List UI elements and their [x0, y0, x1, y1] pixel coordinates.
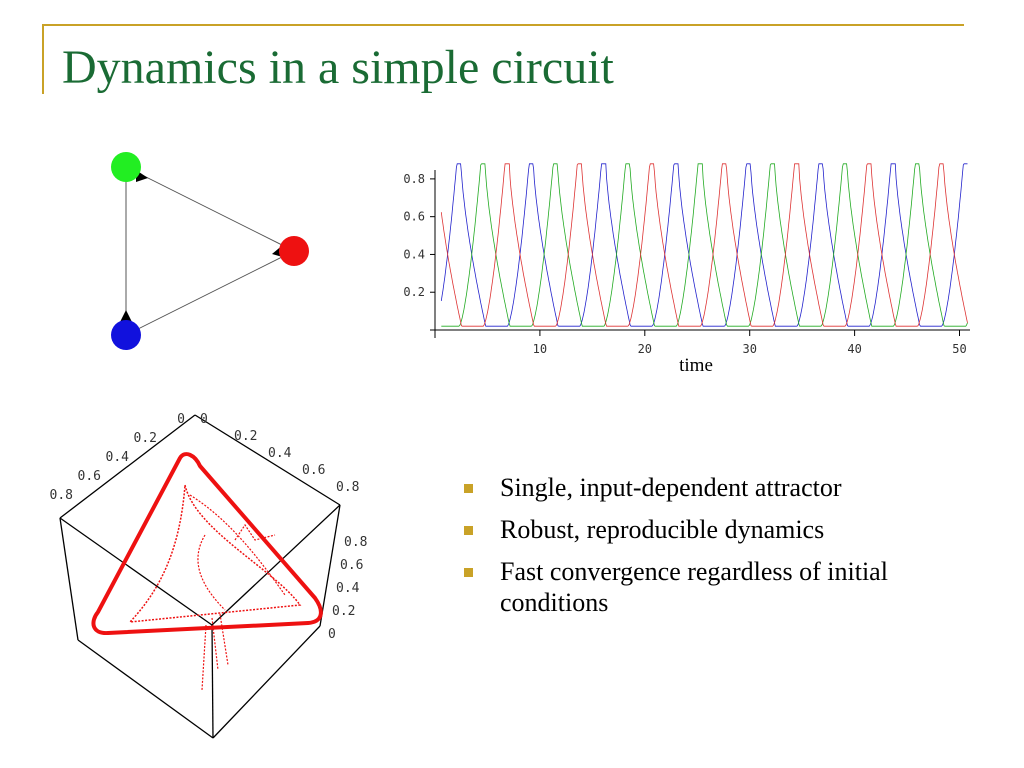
cube-tick-label: 0.4: [106, 450, 130, 465]
cube-tick-label: 0.4: [336, 581, 360, 596]
x-axis-label: time: [679, 355, 713, 376]
cube-tick-label: 0.6: [340, 558, 363, 573]
series-line-1: [441, 163, 968, 327]
attractor-trajectory: [91, 452, 323, 691]
y-tick-label: 0.6: [403, 210, 425, 224]
bullet-text: Fast convergence regardless of initial c…: [500, 557, 888, 617]
cube-tick-labels: 0 0.2 0.4 0.6 0.8 0 0.2 0.4 0.6 0.8 0 0.2 0.4 0.6 0.8: [50, 412, 368, 642]
cube-edge: [319, 504, 341, 627]
edge-red-blue: [125, 250, 295, 336]
bullet-text: Robust, reproducible dynamics: [500, 515, 825, 544]
node-green: [111, 152, 141, 182]
frame-top-rule: [42, 24, 964, 26]
time-series-axes: [430, 170, 970, 338]
cube-edge: [211, 504, 341, 626]
y-tick-label: 0.8: [403, 172, 425, 186]
cube-edge: [59, 517, 213, 626]
x-tick-label: 30: [742, 342, 756, 356]
attractor-approach: [201, 613, 229, 691]
slide-title: Dynamics in a simple circuit: [62, 41, 614, 94]
cube-tick-label: 0.2: [134, 431, 157, 446]
cube-tick-label: 0: [177, 412, 185, 427]
bullet-item: Robust, reproducible dynamics: [462, 514, 982, 545]
bullet-square-icon: [464, 484, 473, 493]
x-tick-label: 20: [638, 342, 652, 356]
bullet-list: Single, input-dependent attractor Robust…: [462, 472, 982, 629]
node-blue: [111, 320, 141, 350]
bullet-text: Single, input-dependent attractor: [500, 473, 842, 502]
series-line-0: [440, 163, 968, 327]
cube-tick-label: 0.2: [332, 604, 355, 619]
bullet-item: Single, input-dependent attractor: [462, 472, 982, 503]
node-red: [279, 236, 309, 266]
circuit-diagram: [111, 152, 309, 350]
cube-edge: [211, 624, 214, 739]
attractor-transient: [189, 494, 286, 611]
cube-tick-label: 0.8: [336, 480, 359, 495]
y-tick-label: 0.2: [403, 285, 425, 299]
bullet-item: Fast convergence regardless of initial c…: [462, 556, 982, 618]
attractor-inner-loop: [128, 484, 302, 623]
synapse-marker-blue: [120, 310, 132, 322]
cube-tick-label: 0.2: [234, 429, 257, 444]
phase-space-plot: 0 0.2 0.4 0.6 0.8 0 0.2 0.4 0.6 0.8 0 0.2 0.4 0.6 0.8: [50, 412, 368, 739]
edge-green-red: [125, 166, 295, 252]
x-tick-label: 50: [952, 342, 966, 356]
cube-tick-label: 0.8: [50, 488, 73, 503]
cube-edge: [77, 639, 214, 739]
cube-tick-label: 0.6: [78, 469, 101, 484]
x-tick-label: 10: [533, 342, 547, 356]
bullet-square-icon: [464, 526, 473, 535]
time-series-chart: 10 20 30 40 50 0.2 0.4 0.6 0.8 time: [403, 163, 970, 376]
cube-tick-label: 0.4: [268, 446, 292, 461]
time-series-ticks: 10 20 30 40 50 0.2 0.4 0.6 0.8: [403, 172, 966, 356]
cube-edge: [59, 517, 79, 641]
cube-edge: [194, 414, 341, 506]
series-line-2: [440, 163, 968, 327]
cube-edge: [59, 414, 196, 519]
x-tick-label: 40: [847, 342, 861, 356]
cube-tick-label: 0: [200, 412, 208, 427]
cube-tick-label: 0.8: [344, 535, 367, 550]
attractor-outer-loop: [91, 452, 323, 636]
bullet-square-icon: [464, 568, 473, 577]
cube-edges: [59, 414, 341, 739]
cube-edge: [212, 625, 321, 739]
time-series-lines: [440, 163, 968, 327]
frame-left-rule: [42, 24, 44, 94]
cube-tick-label: 0.6: [302, 463, 325, 478]
y-tick-label: 0.4: [403, 247, 425, 261]
cube-tick-label: 0: [328, 627, 336, 642]
